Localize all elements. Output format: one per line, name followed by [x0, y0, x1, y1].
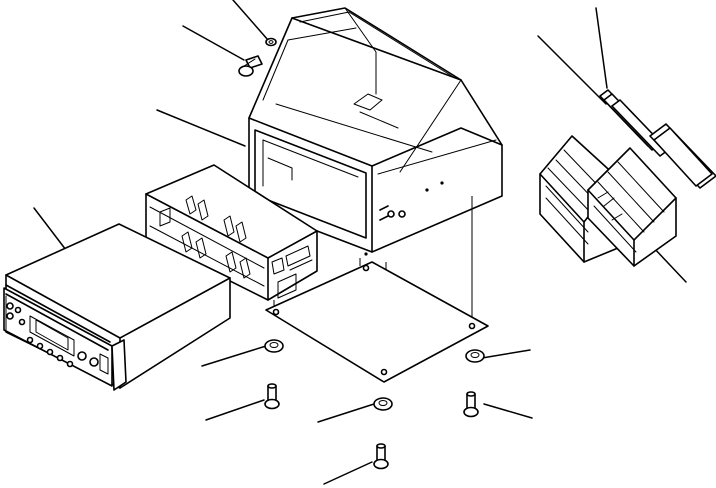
callout-leader-heatsink — [651, 245, 687, 283]
callout-leader-bolt-right — [483, 403, 533, 419]
callout-leader-console — [156, 109, 246, 147]
callout-leader-radio — [33, 207, 67, 251]
callout-leader-bolt-left — [205, 399, 265, 421]
plate-icon — [265, 261, 489, 383]
callout-leader-bolt-top — [182, 25, 245, 61]
leader-lines — [33, 0, 687, 485]
radio-unit-icon — [3, 223, 231, 391]
callout-leader-plate-a — [595, 7, 608, 89]
bolt-icon — [373, 443, 389, 470]
washer-icon — [264, 339, 284, 353]
washer-icon — [465, 349, 485, 363]
callout-leader-washer-top — [232, 0, 269, 41]
sleeve-cage-icon — [145, 164, 318, 301]
bolt-icon — [264, 383, 280, 410]
callout-leader-washer-right — [481, 349, 531, 359]
bolt-icon — [238, 55, 263, 77]
callout-leader-plate-b — [537, 35, 607, 105]
washer-icon — [373, 397, 393, 411]
plates-stack-icon — [539, 89, 716, 267]
callout-leader-bolt-bottom — [323, 461, 373, 485]
bolt-icon — [463, 391, 479, 418]
washer-icon — [265, 37, 277, 47]
callout-leader-washer-left — [201, 345, 267, 367]
callout-leader-washer-mid — [317, 403, 375, 423]
console-box-icon — [248, 7, 503, 256]
